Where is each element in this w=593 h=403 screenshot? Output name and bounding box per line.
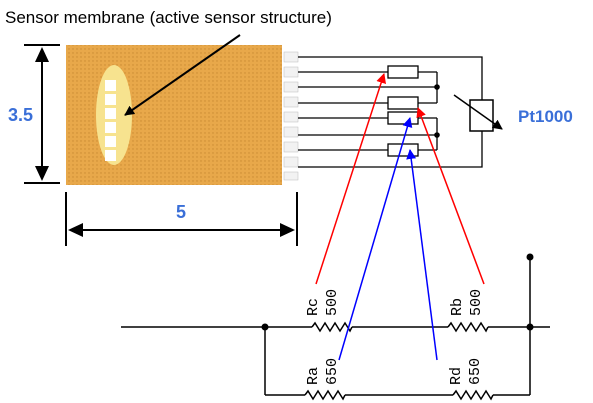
pt1000-resistor [469, 99, 494, 132]
network-junctions [261, 253, 534, 331]
rb-value: 500 [468, 289, 485, 316]
pt1000-trim-arrow [453, 94, 503, 130]
width-dimension [65, 192, 298, 246]
zigzag-rc [311, 321, 353, 333]
caption: Sensor membrane (active sensor structure… [5, 8, 332, 27]
resistor-rd-label: Rd 650 [448, 358, 484, 385]
width-arrow-right [280, 223, 295, 237]
rd-value: 650 [467, 358, 484, 385]
rc-name: Rc [305, 298, 322, 316]
pad-wiring [298, 56, 483, 168]
width-label: 5 [176, 202, 186, 222]
rc-value: 500 [324, 289, 341, 316]
height-dimension [24, 44, 60, 184]
membrane-squares [105, 80, 116, 161]
caption-pointer-arrow [124, 34, 241, 116]
rd-name: Rd [448, 367, 465, 385]
red-arrow-rc [315, 73, 386, 285]
rb-name: Rb [449, 298, 466, 316]
pad-resistors [387, 65, 419, 157]
resistor-network-wires [121, 257, 550, 396]
height-arrow-bottom [35, 166, 49, 181]
zigzag-rd [452, 389, 494, 401]
resistor-ra-label: Ra 650 [305, 358, 341, 385]
network-zigzags [304, 321, 494, 401]
red-arrow-rb [416, 107, 485, 285]
zigzag-ra [304, 389, 346, 401]
blue-arrow-ra [338, 117, 413, 361]
chip-pads [283, 51, 299, 181]
resistor-rb-label: Rb 500 [449, 289, 485, 316]
height-label: 3.5 [8, 105, 33, 125]
pt1000-label: Pt1000 [518, 107, 573, 126]
wiring-junctions [434, 84, 440, 138]
resistor-rc-label: Rc 500 [305, 289, 341, 316]
ra-name: Ra [305, 367, 322, 385]
blue-arrow-rd [406, 149, 438, 361]
height-arrow-top [35, 47, 49, 62]
width-arrow-left [68, 223, 83, 237]
ra-value: 650 [324, 358, 341, 385]
zigzag-rb [447, 321, 489, 333]
